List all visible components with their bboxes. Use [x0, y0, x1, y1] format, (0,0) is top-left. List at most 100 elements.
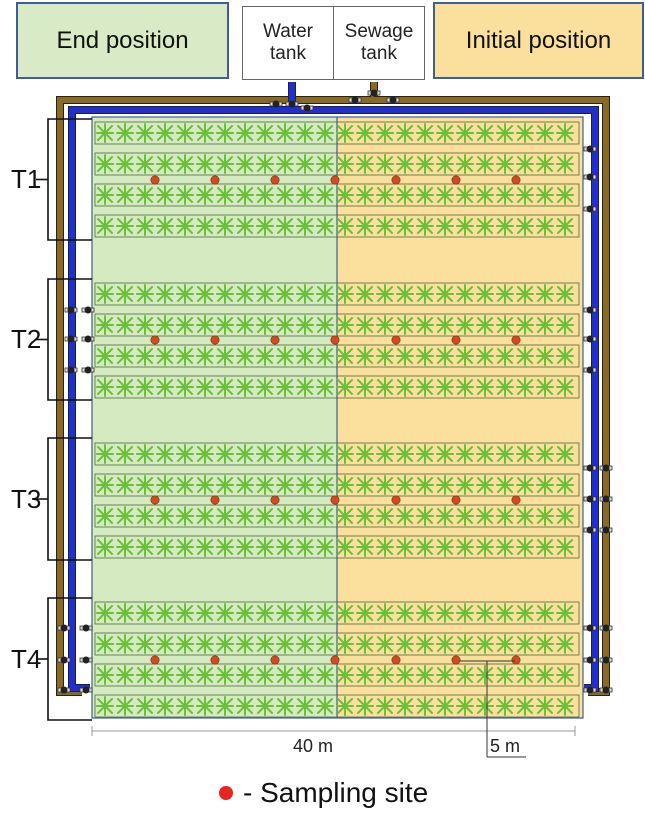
- valve-knob: [586, 335, 594, 343]
- valve-icon: [583, 306, 597, 314]
- sampling-site: [210, 495, 220, 505]
- valve-knob: [67, 306, 75, 314]
- scale-bar-segment: [460, 660, 526, 758]
- valve-icon: [81, 335, 95, 343]
- plant-row: [94, 535, 580, 559]
- plant-icons: [96, 537, 574, 557]
- valve-knob: [84, 306, 92, 314]
- valve-icon: [300, 104, 314, 112]
- plant-row: [94, 344, 580, 368]
- plant-icons: [96, 696, 574, 716]
- plant-icons: [96, 123, 574, 143]
- plant-row-frame: [94, 694, 580, 718]
- end-position-label: End position: [16, 2, 229, 79]
- valve-icon: [599, 526, 613, 534]
- section-brackets: [36, 118, 92, 721]
- valve-icon: [583, 495, 597, 503]
- plant-icons: [96, 506, 574, 526]
- valve-knob: [288, 100, 296, 108]
- valve-icon: [583, 624, 597, 632]
- valve-knob: [602, 656, 610, 664]
- sampling-site: [270, 335, 280, 345]
- sampling-site: [330, 335, 340, 345]
- valve-icon: [599, 495, 613, 503]
- tanks: Water tank Sewage tank: [242, 6, 425, 80]
- plant-icons: [96, 444, 574, 464]
- valve-icon: [348, 96, 362, 104]
- sampling-site: [330, 495, 340, 505]
- valves: [57, 89, 613, 694]
- valve-knob: [602, 686, 610, 694]
- sampling-sites: [150, 175, 521, 665]
- plant-icons: [96, 216, 574, 236]
- valve-knob: [586, 656, 594, 664]
- section-label-t3: T3: [11, 484, 42, 514]
- plant-row: [94, 214, 580, 238]
- valve-knob: [586, 526, 594, 534]
- valve-icon: [583, 464, 597, 472]
- water-tank-line-2: tank: [270, 43, 306, 64]
- valve-icon: [583, 335, 597, 343]
- plant-icons: [96, 634, 574, 654]
- sampling-site-marker: [219, 786, 233, 800]
- sampling-site: [451, 495, 461, 505]
- valve-icon: [57, 686, 71, 694]
- sampling-site: [210, 175, 220, 185]
- valve-icon: [81, 366, 95, 374]
- valve-knob: [586, 145, 594, 153]
- valve-knob: [303, 104, 311, 112]
- valve-knob: [67, 366, 75, 374]
- sampling-site: [451, 655, 461, 665]
- valve-icon: [599, 624, 613, 632]
- valve-knob: [586, 205, 594, 213]
- plant-icons: [96, 377, 574, 397]
- plant-row: [94, 601, 580, 625]
- valve-knob: [82, 624, 90, 632]
- valve-knob: [602, 526, 610, 534]
- valve-knob: [602, 495, 610, 503]
- valve-icon: [57, 624, 71, 632]
- valve-knob: [84, 366, 92, 374]
- valve-icon: [583, 205, 597, 213]
- plant-row-frame: [94, 214, 580, 238]
- sampling-site: [210, 335, 220, 345]
- sampling-site: [150, 495, 160, 505]
- legend: - Sampling site: [219, 776, 428, 810]
- plant-row: [94, 152, 580, 176]
- sampling-site: [330, 175, 340, 185]
- sampling-site: [511, 495, 521, 505]
- plant-row-frame: [94, 121, 580, 145]
- sewage-tank-line-2: tank: [361, 43, 397, 64]
- legend-label: - Sampling site: [243, 777, 429, 808]
- valve-knob: [351, 96, 359, 104]
- valve-icon: [79, 686, 93, 694]
- section-label-t1: T1: [11, 164, 42, 194]
- sampling-site: [150, 655, 160, 665]
- plant-row: [94, 694, 580, 718]
- valve-knob: [389, 96, 397, 104]
- valve-icon: [57, 656, 71, 664]
- valve-icon: [79, 656, 93, 664]
- sampling-site: [270, 655, 280, 665]
- valve-icon: [583, 145, 597, 153]
- plant-row-frame: [94, 152, 580, 176]
- valve-knob: [586, 495, 594, 503]
- scale-label-segment: 5 m: [490, 736, 521, 756]
- valve-icon: [599, 686, 613, 694]
- valve-knob: [602, 464, 610, 472]
- sampling-site: [511, 655, 521, 665]
- valve-knob: [586, 464, 594, 472]
- plant-row: [94, 375, 580, 399]
- sampling-site: [270, 495, 280, 505]
- sampling-site: [391, 175, 401, 185]
- sampling-site: [511, 175, 521, 185]
- sampling-site: [511, 335, 521, 345]
- valve-knob: [586, 366, 594, 374]
- plant-row-frame: [94, 282, 580, 306]
- valve-icon: [367, 89, 381, 97]
- valve-knob: [586, 306, 594, 314]
- valve-knob: [370, 89, 378, 97]
- valve-icon: [599, 464, 613, 472]
- water-tank-line-1: Water: [263, 21, 313, 42]
